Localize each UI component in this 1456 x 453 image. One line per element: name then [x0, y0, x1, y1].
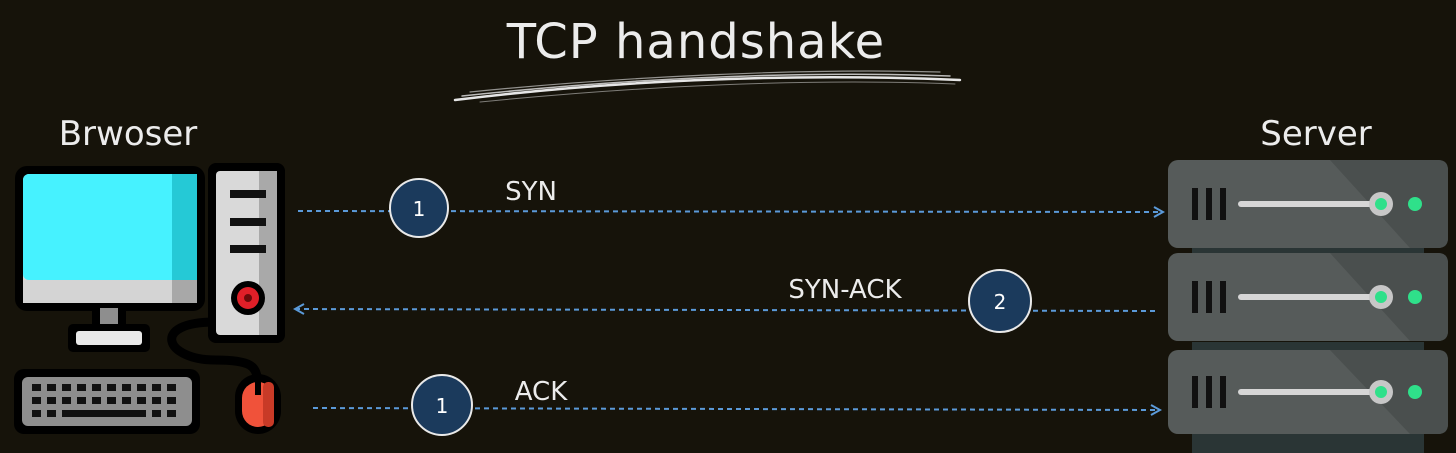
step-label: ACK — [515, 377, 568, 407]
step-syn: 1 SYN — [297, 177, 1163, 238]
step-badge-number: 1 — [413, 197, 426, 221]
step-badge-number: 1 — [436, 394, 449, 418]
server-rack-icon — [1168, 160, 1448, 453]
step-label: SYN — [505, 177, 557, 207]
step-badge — [968, 269, 1032, 333]
server-unit — [1168, 253, 1448, 341]
step-badge — [389, 178, 449, 238]
step-badge — [411, 374, 473, 436]
server-unit — [1168, 160, 1448, 248]
step-label: SYN-ACK — [788, 275, 902, 305]
server-label: Server — [1260, 114, 1372, 154]
diagram-title: TCP handshake — [506, 14, 885, 70]
ack-arrow — [312, 408, 1160, 410]
desktop-computer-icon — [14, 163, 285, 434]
step-syn-ack: 2 SYN-ACK — [295, 269, 1156, 333]
server-unit — [1168, 350, 1448, 434]
title-underline — [453, 70, 962, 103]
browser-label: Brwoser — [59, 114, 198, 154]
step-badge-number: 2 — [994, 290, 1007, 314]
step-ack: 1 ACK — [312, 374, 1160, 436]
